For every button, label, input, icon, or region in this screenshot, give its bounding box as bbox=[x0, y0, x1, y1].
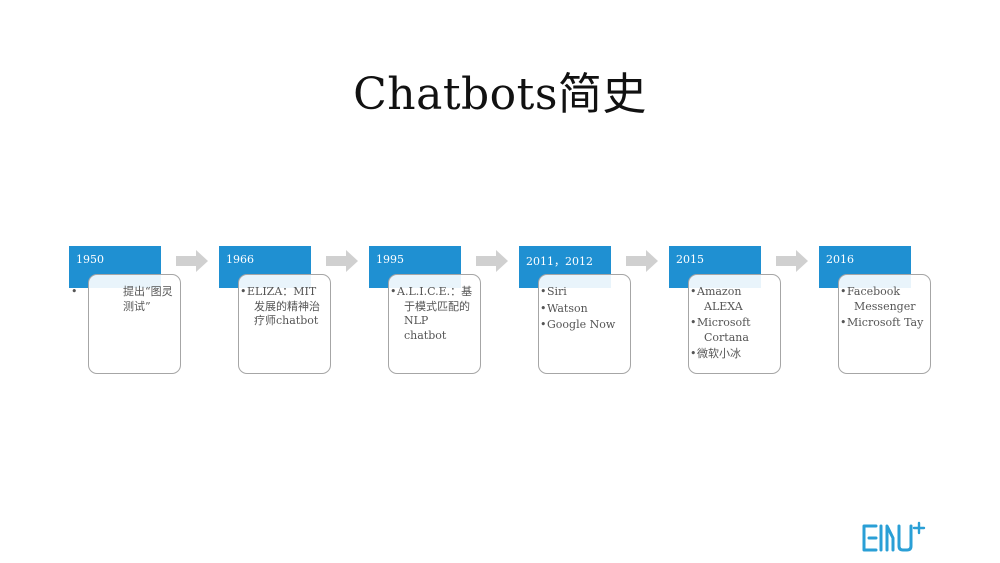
timeline-detail-box: • 提出“图灵测试” bbox=[71, 274, 181, 374]
timeline-detail-item: •Google Now bbox=[540, 318, 616, 331]
timeline-detail-box: •ELIZA：MIT发展的精神治疗师chatbot bbox=[238, 274, 331, 374]
timeline-detail-item: •Microsoft Tay bbox=[840, 316, 924, 329]
timeline-detail-item: •A.L.I.C.E.：基于模式匹配的NLP chatbot bbox=[390, 285, 473, 342]
timeline-detail-text: Siri bbox=[547, 285, 567, 298]
timeline-detail-box: •Siri •Watson •Google Now bbox=[538, 274, 631, 374]
slide-title: Chatbots简史 bbox=[353, 69, 647, 120]
timeline-detail-text: Microsoft Cortana bbox=[697, 316, 751, 344]
timeline-node: 1995•A.L.I.C.E.：基于模式匹配的NLP chatbot bbox=[369, 246, 489, 376]
timeline-detail-item: •Watson bbox=[540, 301, 588, 315]
timeline-detail-box: •Amazon ALEXA •Microsoft Cortana •微软小冰 bbox=[688, 274, 781, 374]
bullet-icon: • bbox=[71, 285, 78, 298]
timeline-detail-item: •ELIZA：MIT发展的精神治疗师chatbot bbox=[240, 285, 320, 327]
timeline-detail-box: •A.L.I.C.E.：基于模式匹配的NLP chatbot bbox=[388, 274, 481, 374]
timeline-detail-item: •Amazon ALEXA bbox=[690, 285, 743, 313]
timeline-detail-item: • 提出“图灵测试” bbox=[71, 285, 174, 314]
timeline-detail-box: •Facebook Messenger •Microsoft Tay bbox=[838, 274, 931, 374]
arrow-right-icon bbox=[176, 250, 208, 272]
arrow-right-icon bbox=[476, 250, 508, 272]
timeline-node: 2015•Amazon ALEXA•Microsoft Cortana•微软小冰 bbox=[669, 246, 789, 376]
timeline-detail-text: 微软小冰 bbox=[697, 347, 741, 360]
timeline-node: 2016•Facebook Messenger•Microsoft Tay bbox=[819, 246, 939, 376]
timeline-detail-item: •微软小冰 bbox=[690, 347, 741, 360]
arrow-right-icon bbox=[326, 250, 358, 272]
timeline-detail-text: Watson bbox=[547, 301, 588, 315]
brand-logo bbox=[862, 521, 926, 552]
timeline-node: 2011，2012•Siri•Watson•Google Now bbox=[519, 246, 639, 376]
timeline-detail-text: Microsoft Tay bbox=[847, 316, 924, 329]
timeline-detail-text: Facebook Messenger bbox=[847, 285, 916, 313]
timeline-detail-item: •Facebook Messenger bbox=[840, 285, 916, 313]
timeline-node: 1950•提出“图灵测试” bbox=[69, 246, 189, 376]
timeline-detail-text: 提出“图灵测试” bbox=[123, 285, 173, 313]
timeline-node: 1966•ELIZA：MIT发展的精神治疗师chatbot bbox=[219, 246, 339, 376]
timeline-detail-text: Amazon ALEXA bbox=[697, 285, 743, 313]
timeline-detail-text: A.L.I.C.E.：基于模式匹配的NLP chatbot bbox=[397, 285, 473, 342]
timeline-detail-item: •Siri bbox=[540, 285, 567, 298]
arrow-right-icon bbox=[776, 250, 808, 272]
arrow-right-icon bbox=[626, 250, 658, 272]
timeline-detail-item: •Microsoft Cortana bbox=[690, 316, 751, 344]
timeline-detail-text: Google Now bbox=[547, 318, 616, 331]
timeline-detail-text: ELIZA：MIT发展的精神治疗师chatbot bbox=[247, 285, 320, 327]
